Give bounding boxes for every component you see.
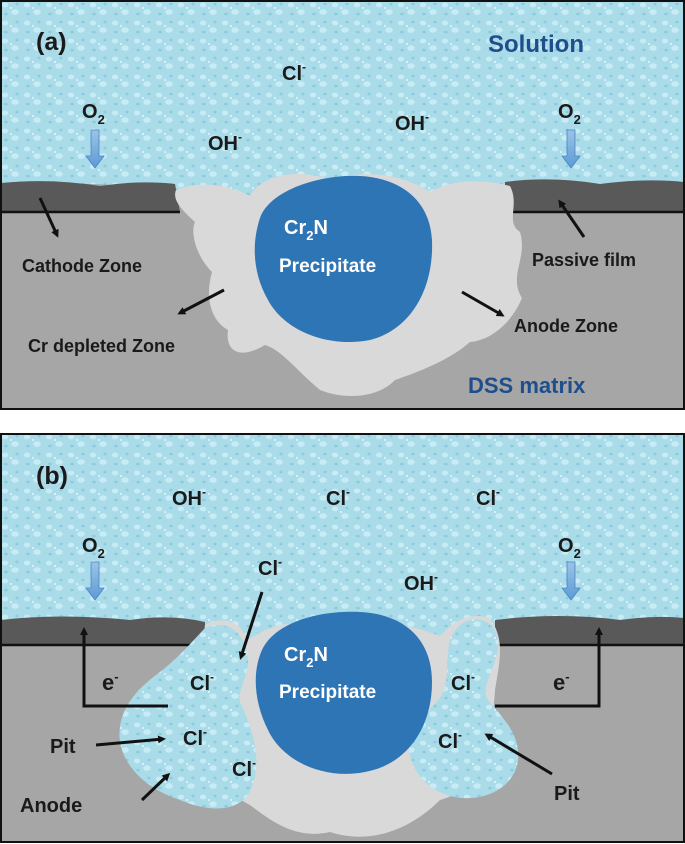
dss-matrix-label: DSS matrix — [468, 373, 586, 398]
precipitate-label-b: Precipitate — [279, 682, 376, 703]
cathode-zone-label: Cathode Zone — [22, 256, 142, 276]
chloride-ion-pit-right-2: Cl- — [438, 728, 462, 753]
hydroxide-ion-top-b: OH- — [172, 485, 206, 510]
oxygen-right: O2 — [558, 101, 581, 127]
pit-arrow-left — [95, 735, 166, 747]
pit-label-left: Pit — [50, 736, 76, 758]
chloride-ion-pit-left-2: Cl- — [183, 725, 207, 750]
chloride-ion-pit-right-1: Cl- — [451, 670, 475, 695]
oxygen-arrow-left-b — [85, 561, 105, 601]
cr2n-precipitate-b — [255, 611, 432, 774]
oxygen-arrow-right-b — [561, 561, 581, 601]
pit-left — [119, 624, 257, 809]
hydroxide-ion-right: OH- — [395, 110, 429, 135]
chloride-ion-migrating-b: Cl- — [258, 555, 282, 580]
chloride-migration-arrow — [238, 591, 264, 660]
electron-label-right: e- — [553, 669, 570, 695]
anode-zone-arrow — [461, 290, 505, 317]
oxygen-right-b: O2 — [558, 535, 581, 561]
cr-depleted-zone-label: Cr depleted Zone — [28, 336, 175, 356]
dss-matrix-right — [500, 181, 684, 409]
cr2n-precipitate — [254, 175, 433, 343]
precipitate-formula-b: Cr2N — [284, 644, 328, 670]
chloride-ion: Cl- — [282, 60, 306, 85]
chloride-ion-pit-left-3: Cl- — [232, 756, 256, 781]
chloride-ion-pit-left-1: Cl- — [190, 670, 214, 695]
electron-path-right — [495, 627, 603, 708]
anode-zone-label: Anode Zone — [514, 316, 618, 336]
panel-a-tag: (a) — [36, 28, 67, 56]
panel-b-tag: (b) — [36, 462, 68, 490]
pit-label-right: Pit — [554, 783, 580, 805]
panel-b: (b) OH- Cl- Cl- Cl- OH- O2 O2 Cr2N Preci… — [0, 433, 685, 843]
passive-film-arrow — [558, 199, 586, 238]
precipitate-label: Precipitate — [279, 256, 376, 277]
passive-film-label: Passive film — [532, 250, 636, 270]
passive-film-right — [505, 179, 684, 212]
panel-a: (a) Solution DSS matrix Cl- OH- OH- O2 O… — [0, 0, 685, 410]
cr-depleted-arrow — [177, 288, 225, 315]
hydroxide-ion-left: OH- — [208, 130, 242, 155]
cathode-zone-arrow — [38, 197, 59, 238]
dss-matrix-left — [1, 183, 178, 409]
electron-path-left — [80, 627, 168, 708]
chloride-ion-top-right-b: Cl- — [476, 485, 500, 510]
oxygen-arrow-left — [85, 129, 105, 169]
pit-arrow-right — [484, 733, 553, 776]
dss-matrix-right-b — [480, 645, 684, 842]
passive-film-left — [1, 181, 180, 212]
oxygen-arrow-right — [561, 129, 581, 169]
passive-film-right-b — [495, 616, 684, 645]
solution-label: Solution — [488, 31, 584, 58]
pit-right — [409, 619, 519, 799]
oxygen-left: O2 — [82, 101, 105, 127]
hydroxide-ion-mid-b: OH- — [404, 570, 438, 595]
chloride-ion-top-center-b: Cl- — [326, 485, 350, 510]
anode-arrow — [140, 772, 171, 802]
passive-film-left-b — [1, 616, 205, 645]
anode-label: Anode — [20, 795, 82, 817]
electron-label-left: e- — [102, 669, 119, 695]
precipitate-formula: Cr2N — [284, 217, 328, 243]
oxygen-left-b: O2 — [82, 535, 105, 561]
